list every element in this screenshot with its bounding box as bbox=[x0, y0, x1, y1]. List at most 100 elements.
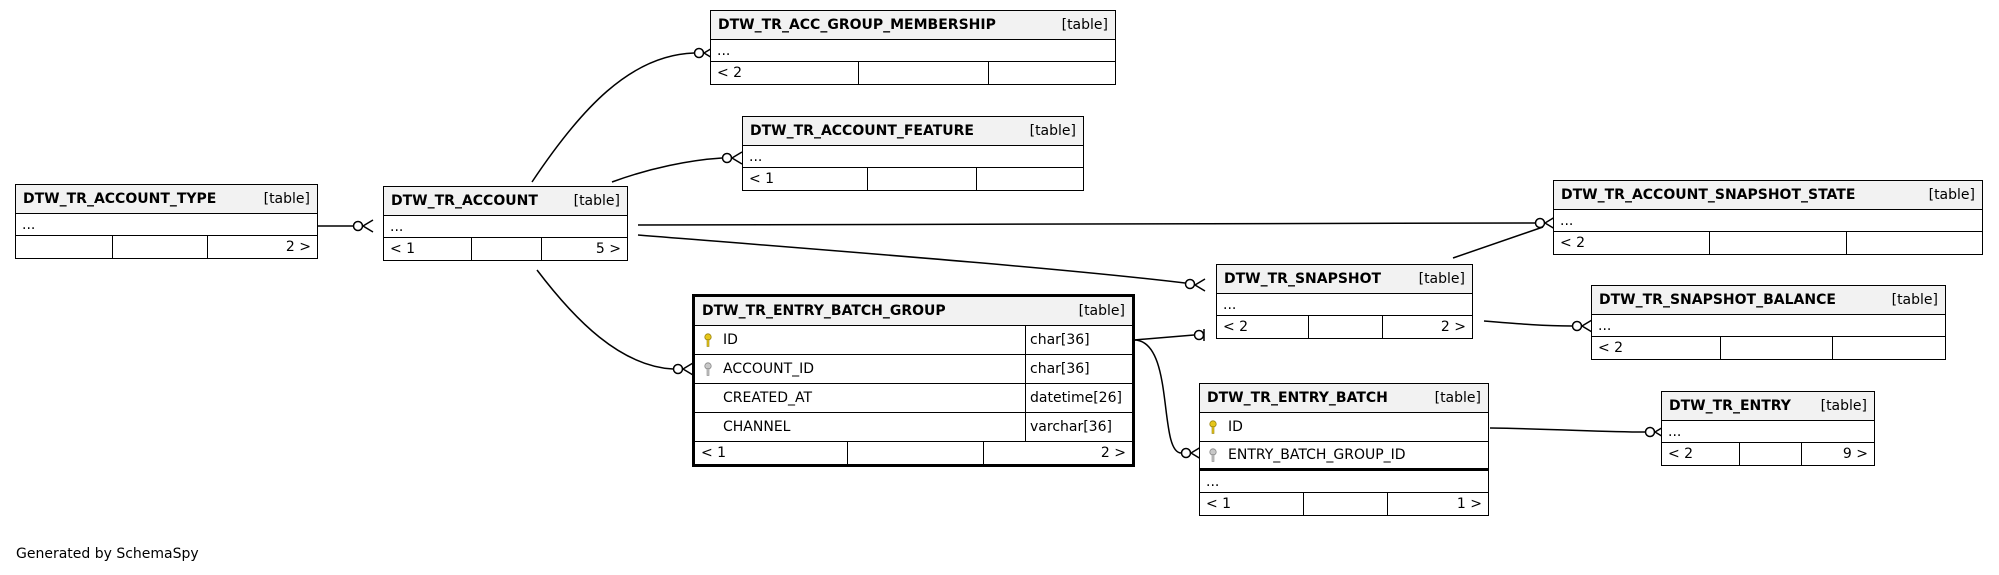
children-count: 2 > bbox=[285, 239, 311, 255]
table-kind: [table] bbox=[1029, 123, 1076, 139]
table-snapshot-balance[interactable]: DTW_TR_SNAPSHOT_BALANCE [table] ... < 2 bbox=[1591, 285, 1946, 360]
table-footer: < 2 9 > bbox=[1662, 443, 1874, 465]
collapsed-columns: ... bbox=[1662, 421, 1874, 443]
collapsed-columns: ... bbox=[743, 146, 1083, 168]
column-count bbox=[1304, 493, 1388, 515]
table-account-snapshot-state[interactable]: DTW_TR_ACCOUNT_SNAPSHOT_STATE [table] ...… bbox=[1553, 180, 1983, 255]
table-kind: [table] bbox=[1078, 303, 1125, 319]
collapsed-columns: ... bbox=[711, 40, 1115, 62]
table-footer: < 2 bbox=[711, 62, 1115, 84]
table-account-feature[interactable]: DTW_TR_ACCOUNT_FEATURE[table] ... < 1 bbox=[742, 116, 1084, 191]
column-count bbox=[868, 168, 977, 190]
column-name: ENTRY_BATCH_GROUP_ID bbox=[1228, 447, 1406, 463]
table-name: DTW_TR_ACCOUNT bbox=[391, 193, 538, 209]
column-row[interactable]: CHANNEL varchar[36] bbox=[695, 413, 1132, 442]
edge-account-snapshot bbox=[637, 234, 1186, 284]
table-account-type[interactable]: DTW_TR_ACCOUNT_TYPE[table] ... 2 > bbox=[15, 184, 318, 259]
column-count bbox=[859, 62, 989, 84]
table-kind: [table] bbox=[1418, 271, 1465, 287]
edge-entry-batch-entry bbox=[1489, 427, 1646, 433]
table-name: DTW_TR_ENTRY bbox=[1669, 398, 1791, 414]
table-footer: < 1 1 > bbox=[1200, 493, 1488, 515]
table-name: DTW_TR_SNAPSHOT_BALANCE bbox=[1599, 292, 1836, 308]
column-type: datetime[26] bbox=[1030, 390, 1122, 406]
column-row[interactable]: ENTRY_BATCH_GROUP_ID bbox=[1200, 442, 1488, 471]
table-footer: < 1 5 > bbox=[384, 238, 627, 260]
table-name: DTW_TR_ACC_GROUP_MEMBERSHIP bbox=[718, 17, 996, 33]
table-kind: [table] bbox=[1820, 398, 1867, 414]
children-count bbox=[1847, 232, 1982, 254]
children-count bbox=[977, 168, 1083, 190]
collapsed-columns: ... bbox=[1217, 294, 1472, 316]
edge-entry-batch-group-snapshot bbox=[1133, 334, 1195, 341]
table-footer: < 2 bbox=[1554, 232, 1982, 254]
column-row[interactable]: ID char[36] bbox=[695, 326, 1132, 355]
children-count: 1 > bbox=[1456, 496, 1482, 512]
edge-snapshot-snapshot-balance bbox=[1483, 320, 1573, 327]
collapsed-columns: ... bbox=[1200, 471, 1488, 493]
collapsed-columns: ... bbox=[1592, 315, 1945, 337]
edge-snapshot-account-snapshot-state bbox=[1452, 226, 1544, 259]
children-count: 5 > bbox=[595, 241, 621, 257]
column-type: char[36] bbox=[1030, 361, 1090, 377]
parents-count: < 1 bbox=[743, 168, 868, 190]
column-name: ACCOUNT_ID bbox=[723, 361, 815, 377]
table-account[interactable]: DTW_TR_ACCOUNT [table] ... < 1 5 > bbox=[383, 186, 628, 261]
edge-account-account-feature bbox=[611, 157, 723, 183]
column-count bbox=[472, 238, 542, 260]
column-name: CHANNEL bbox=[723, 419, 791, 435]
collapsed-columns: ... bbox=[1554, 210, 1982, 232]
parents-count: < 2 bbox=[1662, 443, 1740, 465]
table-snapshot[interactable]: DTW_TR_SNAPSHOT [table] ... < 2 2 > bbox=[1216, 264, 1473, 339]
table-footer: < 2 2 > bbox=[1217, 316, 1472, 338]
children-count: 9 > bbox=[1842, 446, 1868, 462]
table-name: DTW_TR_ACCOUNT_SNAPSHOT_STATE bbox=[1561, 187, 1856, 203]
table-kind: [table] bbox=[1928, 187, 1975, 203]
column-row[interactable]: ACCOUNT_ID char[36] bbox=[695, 355, 1132, 384]
column-count bbox=[1309, 316, 1383, 338]
parents-count: < 1 bbox=[1200, 493, 1304, 515]
table-footer: < 2 bbox=[1592, 337, 1945, 359]
foreign-key-icon bbox=[704, 362, 712, 376]
parents-count: < 2 bbox=[1592, 337, 1721, 359]
column-count bbox=[113, 236, 208, 258]
table-kind: [table] bbox=[1891, 292, 1938, 308]
collapsed-columns: ... bbox=[384, 216, 627, 238]
children-count bbox=[989, 62, 1115, 84]
children-count: 2 > bbox=[1100, 445, 1126, 461]
table-entry-batch-group[interactable]: DTW_TR_ENTRY_BATCH_GROUP [table] ID char[… bbox=[692, 294, 1135, 467]
parents-count: < 2 bbox=[1217, 316, 1309, 338]
table-acc-group-membership[interactable]: DTW_TR_ACC_GROUP_MEMBERSHIP [table] ... <… bbox=[710, 10, 1116, 85]
column-row[interactable]: CREATED_AT datetime[26] bbox=[695, 384, 1132, 413]
edge-account-snapshot-state bbox=[637, 222, 1536, 226]
table-entry-batch[interactable]: DTW_TR_ENTRY_BATCH[table] ID ENTRY_BATCH… bbox=[1199, 383, 1489, 516]
edge-entry-batch-group-entry-batch bbox=[1133, 339, 1182, 454]
primary-key-icon bbox=[1209, 420, 1217, 434]
children-count: 2 > bbox=[1440, 319, 1466, 335]
parents-count bbox=[16, 236, 113, 258]
column-type: char[36] bbox=[1030, 332, 1090, 348]
table-kind: [table] bbox=[573, 193, 620, 209]
table-name: DTW_TR_ENTRY_BATCH_GROUP bbox=[702, 303, 946, 319]
edge-account-entry-batch-group bbox=[536, 269, 674, 370]
generated-by-text: Generated by SchemaSpy bbox=[16, 546, 199, 562]
table-kind: [table] bbox=[263, 191, 310, 207]
primary-key-icon bbox=[704, 333, 712, 347]
parents-count: < 2 bbox=[711, 62, 859, 84]
table-footer: < 1 bbox=[743, 168, 1083, 190]
table-kind: [table] bbox=[1061, 17, 1108, 33]
table-name: DTW_TR_SNAPSHOT bbox=[1224, 271, 1382, 287]
column-name: CREATED_AT bbox=[723, 390, 813, 406]
table-footer: < 1 2 > bbox=[695, 442, 1132, 464]
column-name: ID bbox=[1228, 419, 1243, 435]
table-name: DTW_TR_ENTRY_BATCH bbox=[1207, 390, 1388, 406]
foreign-key-icon bbox=[1209, 448, 1217, 462]
column-row[interactable]: ID bbox=[1200, 413, 1488, 442]
column-count bbox=[1721, 337, 1833, 359]
children-count bbox=[1833, 337, 1945, 359]
column-type: varchar[36] bbox=[1030, 419, 1112, 435]
parents-count: < 2 bbox=[1554, 232, 1710, 254]
table-footer: 2 > bbox=[16, 236, 317, 258]
table-entry[interactable]: DTW_TR_ENTRY [table] ... < 2 9 > bbox=[1661, 391, 1875, 466]
edge-account-acc-group-membership bbox=[531, 52, 695, 183]
